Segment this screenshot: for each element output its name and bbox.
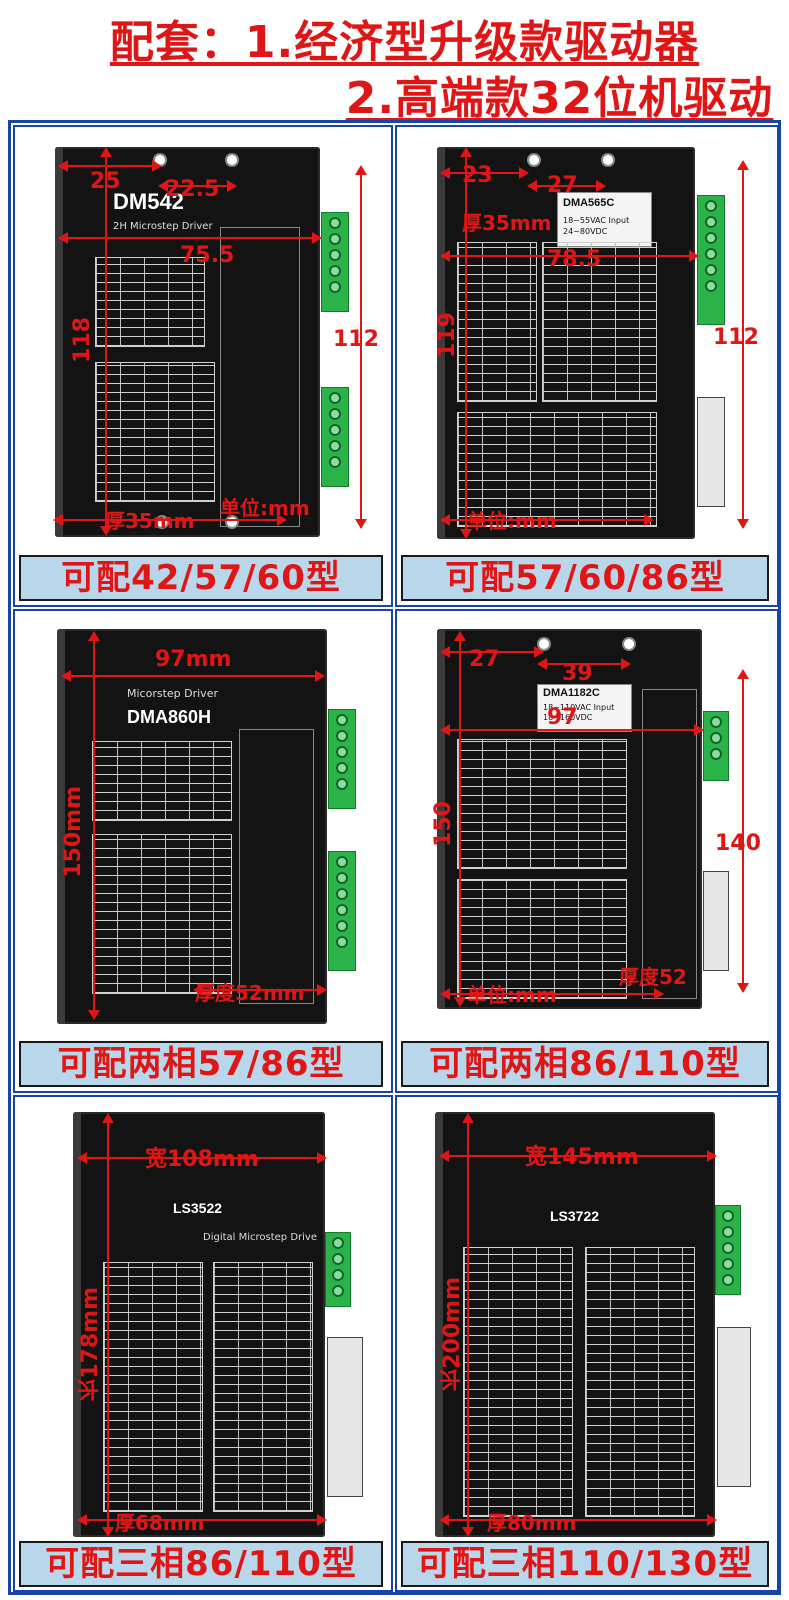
dim-hole-distance: 112 <box>333 327 379 352</box>
dim-thickness: 厚度52mm <box>195 981 305 1005</box>
driver-image: DMA565C 18~55VAC Input 24~80VDC <box>437 147 695 539</box>
dim-hole-distance: 112 <box>713 325 759 350</box>
caption: 可配三相110/130型 <box>401 1541 769 1587</box>
model-name: LS3522 <box>173 1200 223 1216</box>
dim-thickness: 厚80mm <box>487 1511 577 1535</box>
model-subtitle: 2H Microstep Driver <box>113 221 213 232</box>
dim-width: 75.5 <box>180 243 235 268</box>
product-cell-dma1182c: DMA1182C 18~110VAC Input 18~160VDC 27 39… <box>395 609 779 1093</box>
driver-image: LS3522 Digital Microstep Drive <box>73 1112 325 1537</box>
dim-length: 150 <box>431 801 456 847</box>
dim-thickness: 厚度52 <box>619 965 687 989</box>
caption: 可配57/60/86型 <box>401 555 769 601</box>
dim-width: 78.5 <box>547 247 602 272</box>
product-cell-ls3522: LS3522 Digital Microstep Drive 宽108mm 长1… <box>13 1095 393 1592</box>
dim-width: 宽145mm <box>525 1145 639 1170</box>
model-subtitle: Digital Microstep Drive <box>203 1232 317 1243</box>
product-cell-dma860h: Micorstep Driver DMA860H 97mm 150mm 厚度52… <box>13 609 393 1093</box>
driver-image: DMA1182C 18~110VAC Input 18~160VDC <box>437 629 702 1009</box>
dim-width: 97mm <box>155 647 232 672</box>
dim-hole-spacing: 27 <box>547 173 578 198</box>
caption: 可配三相86/110型 <box>19 1541 383 1587</box>
product-cell-dm542: DM542 2H Microstep Driver 25 22.5 75.5 1… <box>13 125 393 607</box>
model-subtitle: 18~110VAC Input 18~160VDC <box>543 703 615 722</box>
dim-length: 118 <box>70 317 95 363</box>
header-line-1: 配套：1.经济型升级款驱动器 <box>109 17 700 68</box>
product-cell-ls3722: LS3722 宽145mm 长200mm 厚80mm 可配三相110/130型 <box>395 1095 779 1592</box>
model-name: DMA860H <box>127 707 212 727</box>
caption: 可配42/57/60型 <box>19 555 383 601</box>
dim-width: 97 <box>547 705 578 730</box>
model-subtitle: 18~55VAC Input 24~80VDC <box>563 216 630 236</box>
unit-label: 单位:mm <box>467 983 557 1007</box>
model-name: DMA1182C <box>543 687 600 699</box>
unit-label: 单位:mm <box>467 509 557 533</box>
dim-thickness: 厚35mm <box>105 509 195 533</box>
product-cell-dma565c: DMA565C 18~55VAC Input 24~80VDC 23 27 厚3… <box>395 125 779 607</box>
driver-image: Micorstep Driver DMA860H <box>57 629 327 1024</box>
driver-image: LS3722 <box>435 1112 715 1537</box>
dim-hole-distance: 140 <box>715 831 761 856</box>
dim-hole-spacing: 22.5 <box>165 177 220 202</box>
dim-length: 119 <box>435 312 460 358</box>
caption: 可配两相86/110型 <box>401 1041 769 1087</box>
unit-label: 单位:mm <box>220 496 310 520</box>
model-name: DM542 <box>113 189 184 214</box>
dim-hole-spacing: 39 <box>562 661 593 686</box>
dim-hole-offset: 27 <box>469 647 500 672</box>
caption: 可配两相57/86型 <box>19 1041 383 1087</box>
dim-thickness: 厚35mm <box>462 211 552 235</box>
dim-width: 宽108mm <box>145 1147 259 1172</box>
dim-length: 长178mm <box>78 1287 103 1401</box>
model-name: LS3722 <box>550 1208 600 1224</box>
dim-length: 长200mm <box>440 1277 465 1391</box>
model-name: DMA565C <box>563 197 615 209</box>
product-grid: DM542 2H Microstep Driver 25 22.5 75.5 1… <box>8 120 781 1595</box>
dim-hole-offset: 23 <box>462 163 493 188</box>
dim-length: 150mm <box>61 786 86 878</box>
driver-image: DM542 2H Microstep Driver <box>55 147 320 537</box>
model-subtitle: Micorstep Driver <box>127 687 218 700</box>
dim-thickness: 厚68mm <box>115 1511 205 1535</box>
